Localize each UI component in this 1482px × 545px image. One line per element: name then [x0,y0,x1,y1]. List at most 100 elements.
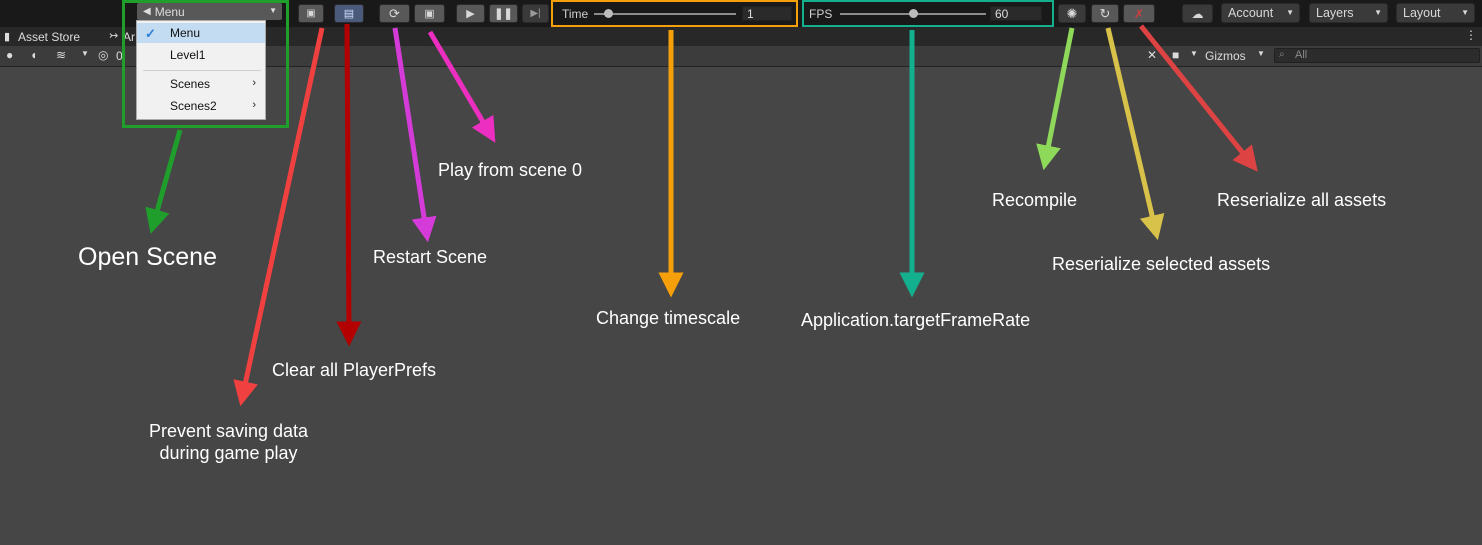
effects-icon[interactable]: ≋ [56,48,67,62]
tab-animation[interactable]: Ar [123,30,135,44]
search-placeholder: All [1295,49,1308,61]
arrow-play-from-zero [427,30,496,143]
cloud-icon: ☁ [1191,6,1204,21]
arrow-clear-prefs [336,23,362,347]
time-field[interactable]: 1 [742,6,792,21]
scene-zero-icon: ▣ [424,8,435,20]
gizmos-button[interactable]: Gizmos [1205,49,1246,63]
chevron-down-icon[interactable]: ▼ [1257,49,1265,58]
menu-separator [143,70,261,71]
layout-dropdown[interactable]: Layout ▼ [1396,3,1475,23]
account-dropdown[interactable]: Account ▼ [1221,3,1300,23]
tools-icon[interactable]: ✕ [1147,48,1158,62]
label-play-from-zero: Play from scene 0 [438,160,583,180]
chevron-down-icon[interactable]: ▼ [81,49,89,58]
menu-item-scenes2[interactable]: Scenes2 › [137,96,265,116]
tab-asset-store[interactable]: Asset Store [18,30,81,44]
scene-dropdown[interactable]: ◀ Menu ▼ [137,3,282,20]
pause-icon: ❚❚ [494,8,513,20]
menu-item-menu[interactable]: ✓ Menu [137,23,265,43]
arrow-reserialize-selected [1105,27,1165,241]
chevron-down-icon: ▼ [1374,8,1382,17]
play-button[interactable]: ▶ [456,4,485,23]
chevron-right-icon: › [252,77,256,89]
recompile-button[interactable]: ✺ [1058,4,1086,23]
layers-label: Layers [1316,6,1354,20]
time-field-value: 1 [747,6,754,21]
camera-icon[interactable]: ■ [1172,48,1180,62]
check-icon: ✓ [145,26,156,41]
animation-icon: ↣ [109,30,119,42]
reserialize-selected-button[interactable]: ↻ [1091,4,1119,23]
arrow-recompile [1036,27,1075,171]
scene-search-input[interactable]: ⌕ All [1274,48,1480,63]
reload-icon: ↻ [1099,5,1111,21]
playerprefs-icon: ▤ [343,8,355,20]
layout-label: Layout [1403,6,1441,20]
more-options-icon[interactable]: ⋮ [1465,28,1477,42]
pause-button[interactable]: ❚❚ [489,4,518,23]
time-slider-track[interactable] [594,13,736,15]
arrow-prevent-saving [233,27,325,407]
chevron-right-icon: › [252,99,256,111]
account-label: Account [1228,6,1274,20]
restart-scene-button[interactable]: ⟳ [379,4,410,23]
arrow-restart-scene [392,27,437,243]
clear-playerprefs-button[interactable]: ▤ [334,4,364,23]
fps-group: FPS 60 [802,0,1054,27]
time-slider-knob[interactable] [604,9,614,18]
label-timescale: Change timescale [596,308,741,328]
menu-item-label: Scenes [170,77,211,91]
asset-store-icon: ▮ [4,31,11,43]
label-prevent-saving-line1: Prevent saving data [148,421,309,441]
arrow-open-scene [145,129,183,235]
label-restart-scene: Restart Scene [373,247,488,267]
label-open-scene: Open Scene [78,243,217,271]
fps-field-value: 60 [995,6,1009,21]
spinner-icon: ✺ [1066,5,1078,21]
play-icon: ▶ [466,8,475,20]
chevron-down-icon[interactable]: ▼ [1190,49,1198,58]
audio-icon[interactable]: ◖ [30,48,38,62]
chevron-down-icon: ▼ [1286,8,1294,17]
play-from-scene-zero-button[interactable]: ▣ [414,4,445,23]
menu-item-label: Scenes2 [170,99,217,113]
light-icon[interactable]: ● [6,48,14,62]
save-icon: ▣ [306,8,316,19]
cross-icon: ✗ [1133,6,1145,21]
menu-item-label: Level1 [170,48,206,62]
search-icon: ⌕ [1279,49,1285,60]
hidden-count: 0 [116,49,123,63]
label-reserialize-all: Reserialize all assets [1217,190,1387,210]
fps-field[interactable]: 60 [990,6,1042,21]
cloud-button[interactable]: ☁ [1182,4,1213,23]
hidden-objects-icon[interactable]: ◎ [98,48,109,62]
chevron-down-icon: ▼ [269,6,277,15]
scene-dropdown-label: Menu [154,4,185,19]
open-scene-highlight [122,0,289,128]
unity-icon: ◀ [143,6,151,17]
fps-slider-knob[interactable] [909,9,918,18]
label-clear-prefs: Clear all PlayerPrefs [272,360,437,380]
prevent-saving-button[interactable]: ▣ [298,4,324,23]
label-recompile: Recompile [992,190,1078,210]
label-prevent-saving: Prevent saving data during game play [142,420,315,464]
scene-dropdown-menu: ✓ Menu Level1 Scenes › Scenes2 › [136,20,266,120]
fps-label: FPS [809,7,833,21]
layers-dropdown[interactable]: Layers ▼ [1309,3,1388,23]
arrow-reserialize-all [1139,24,1258,172]
menu-item-scenes[interactable]: Scenes › [137,74,265,94]
refresh-icon: ⟳ [389,5,400,21]
label-prevent-saving-line2: during game play [159,443,298,463]
time-label: Time [562,7,589,21]
step-icon: ▶| [530,8,541,19]
reserialize-all-button[interactable]: ✗ [1123,4,1155,23]
menu-item-level1[interactable]: Level1 [137,45,265,65]
step-button[interactable]: ▶| [522,4,549,23]
timescale-group: Time 1 [551,0,798,27]
label-framerate: Application.targetFrameRate [801,310,1031,330]
chevron-down-icon: ▼ [1461,8,1469,17]
label-reserialize-selected: Reserialize selected assets [1052,254,1271,274]
menu-item-label: Menu [170,26,201,40]
